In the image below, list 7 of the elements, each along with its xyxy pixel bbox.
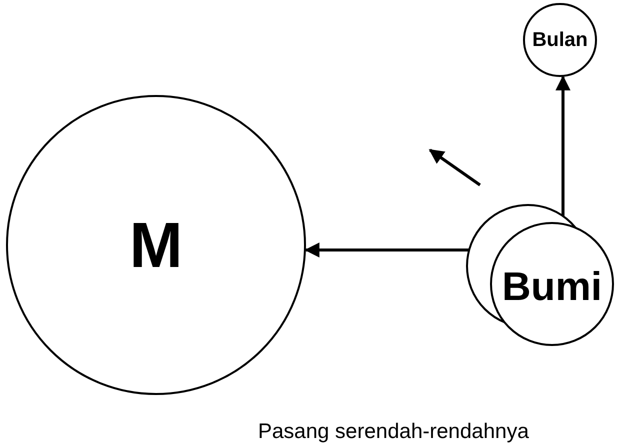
node-label: M xyxy=(129,208,183,282)
node-label: Bumi xyxy=(502,264,602,310)
node-label: Bulan xyxy=(532,28,588,52)
caption-text: Pasang serendah-rendahnya xyxy=(258,420,529,444)
earth-drawing xyxy=(465,203,615,347)
arrow xyxy=(304,242,470,258)
arrow xyxy=(556,75,570,216)
